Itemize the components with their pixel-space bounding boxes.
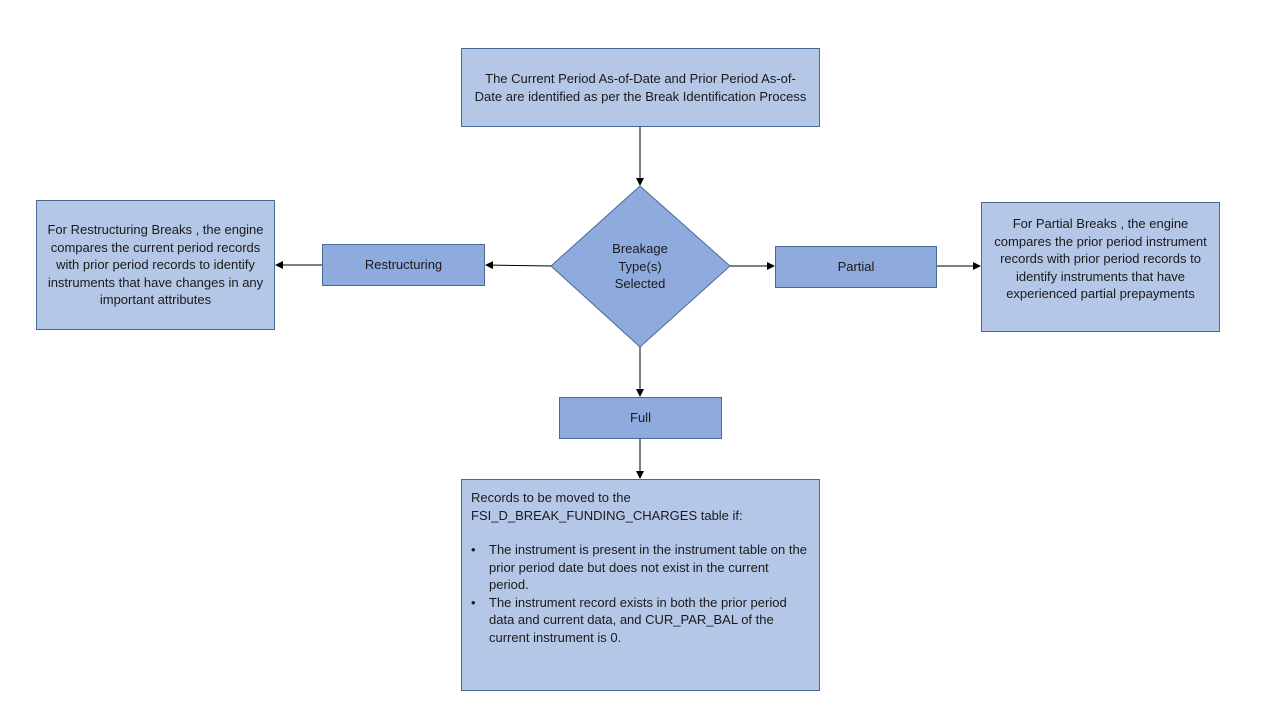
records-box: Records to be moved to the FSI_D_BREAK_F… xyxy=(461,479,820,691)
restructuring-label: Restructuring xyxy=(364,257,443,273)
restructuring-box: Restructuring xyxy=(322,244,485,286)
full-box: Full xyxy=(559,397,722,439)
condition-text: The instrument is present in the instrum… xyxy=(489,542,807,592)
partial-description-text: For Partial Breaks , the engine compares… xyxy=(994,216,1207,301)
records-conditions-list: • The instrument is present in the instr… xyxy=(471,541,809,646)
start-process-box: The Current Period As-of-Date and Prior … xyxy=(461,48,820,127)
full-label: Full xyxy=(630,410,651,426)
partial-description-box: For Partial Breaks , the engine compares… xyxy=(981,202,1220,332)
restructuring-description-text: For Restructuring Breaks , the engine co… xyxy=(47,222,264,307)
condition-text: The instrument record exists in both the… xyxy=(489,594,787,645)
restructuring-description-box: For Restructuring Breaks , the engine co… xyxy=(36,200,275,330)
arrow-decision-to-restructuring xyxy=(485,261,552,270)
condition-item: • The instrument record exists in both t… xyxy=(471,594,809,647)
decision-label: Breakage Type(s) Selected xyxy=(612,241,668,291)
bullet-icon: • xyxy=(471,542,476,557)
partial-label: Partial xyxy=(837,259,875,275)
records-intro-text: Records to be moved to the FSI_D_BREAK_F… xyxy=(471,490,743,523)
start-process-text: The Current Period As-of-Date and Prior … xyxy=(474,71,807,104)
condition-item: • The instrument is present in the instr… xyxy=(471,541,809,594)
bullet-icon: • xyxy=(471,594,476,610)
partial-box: Partial xyxy=(775,246,937,288)
